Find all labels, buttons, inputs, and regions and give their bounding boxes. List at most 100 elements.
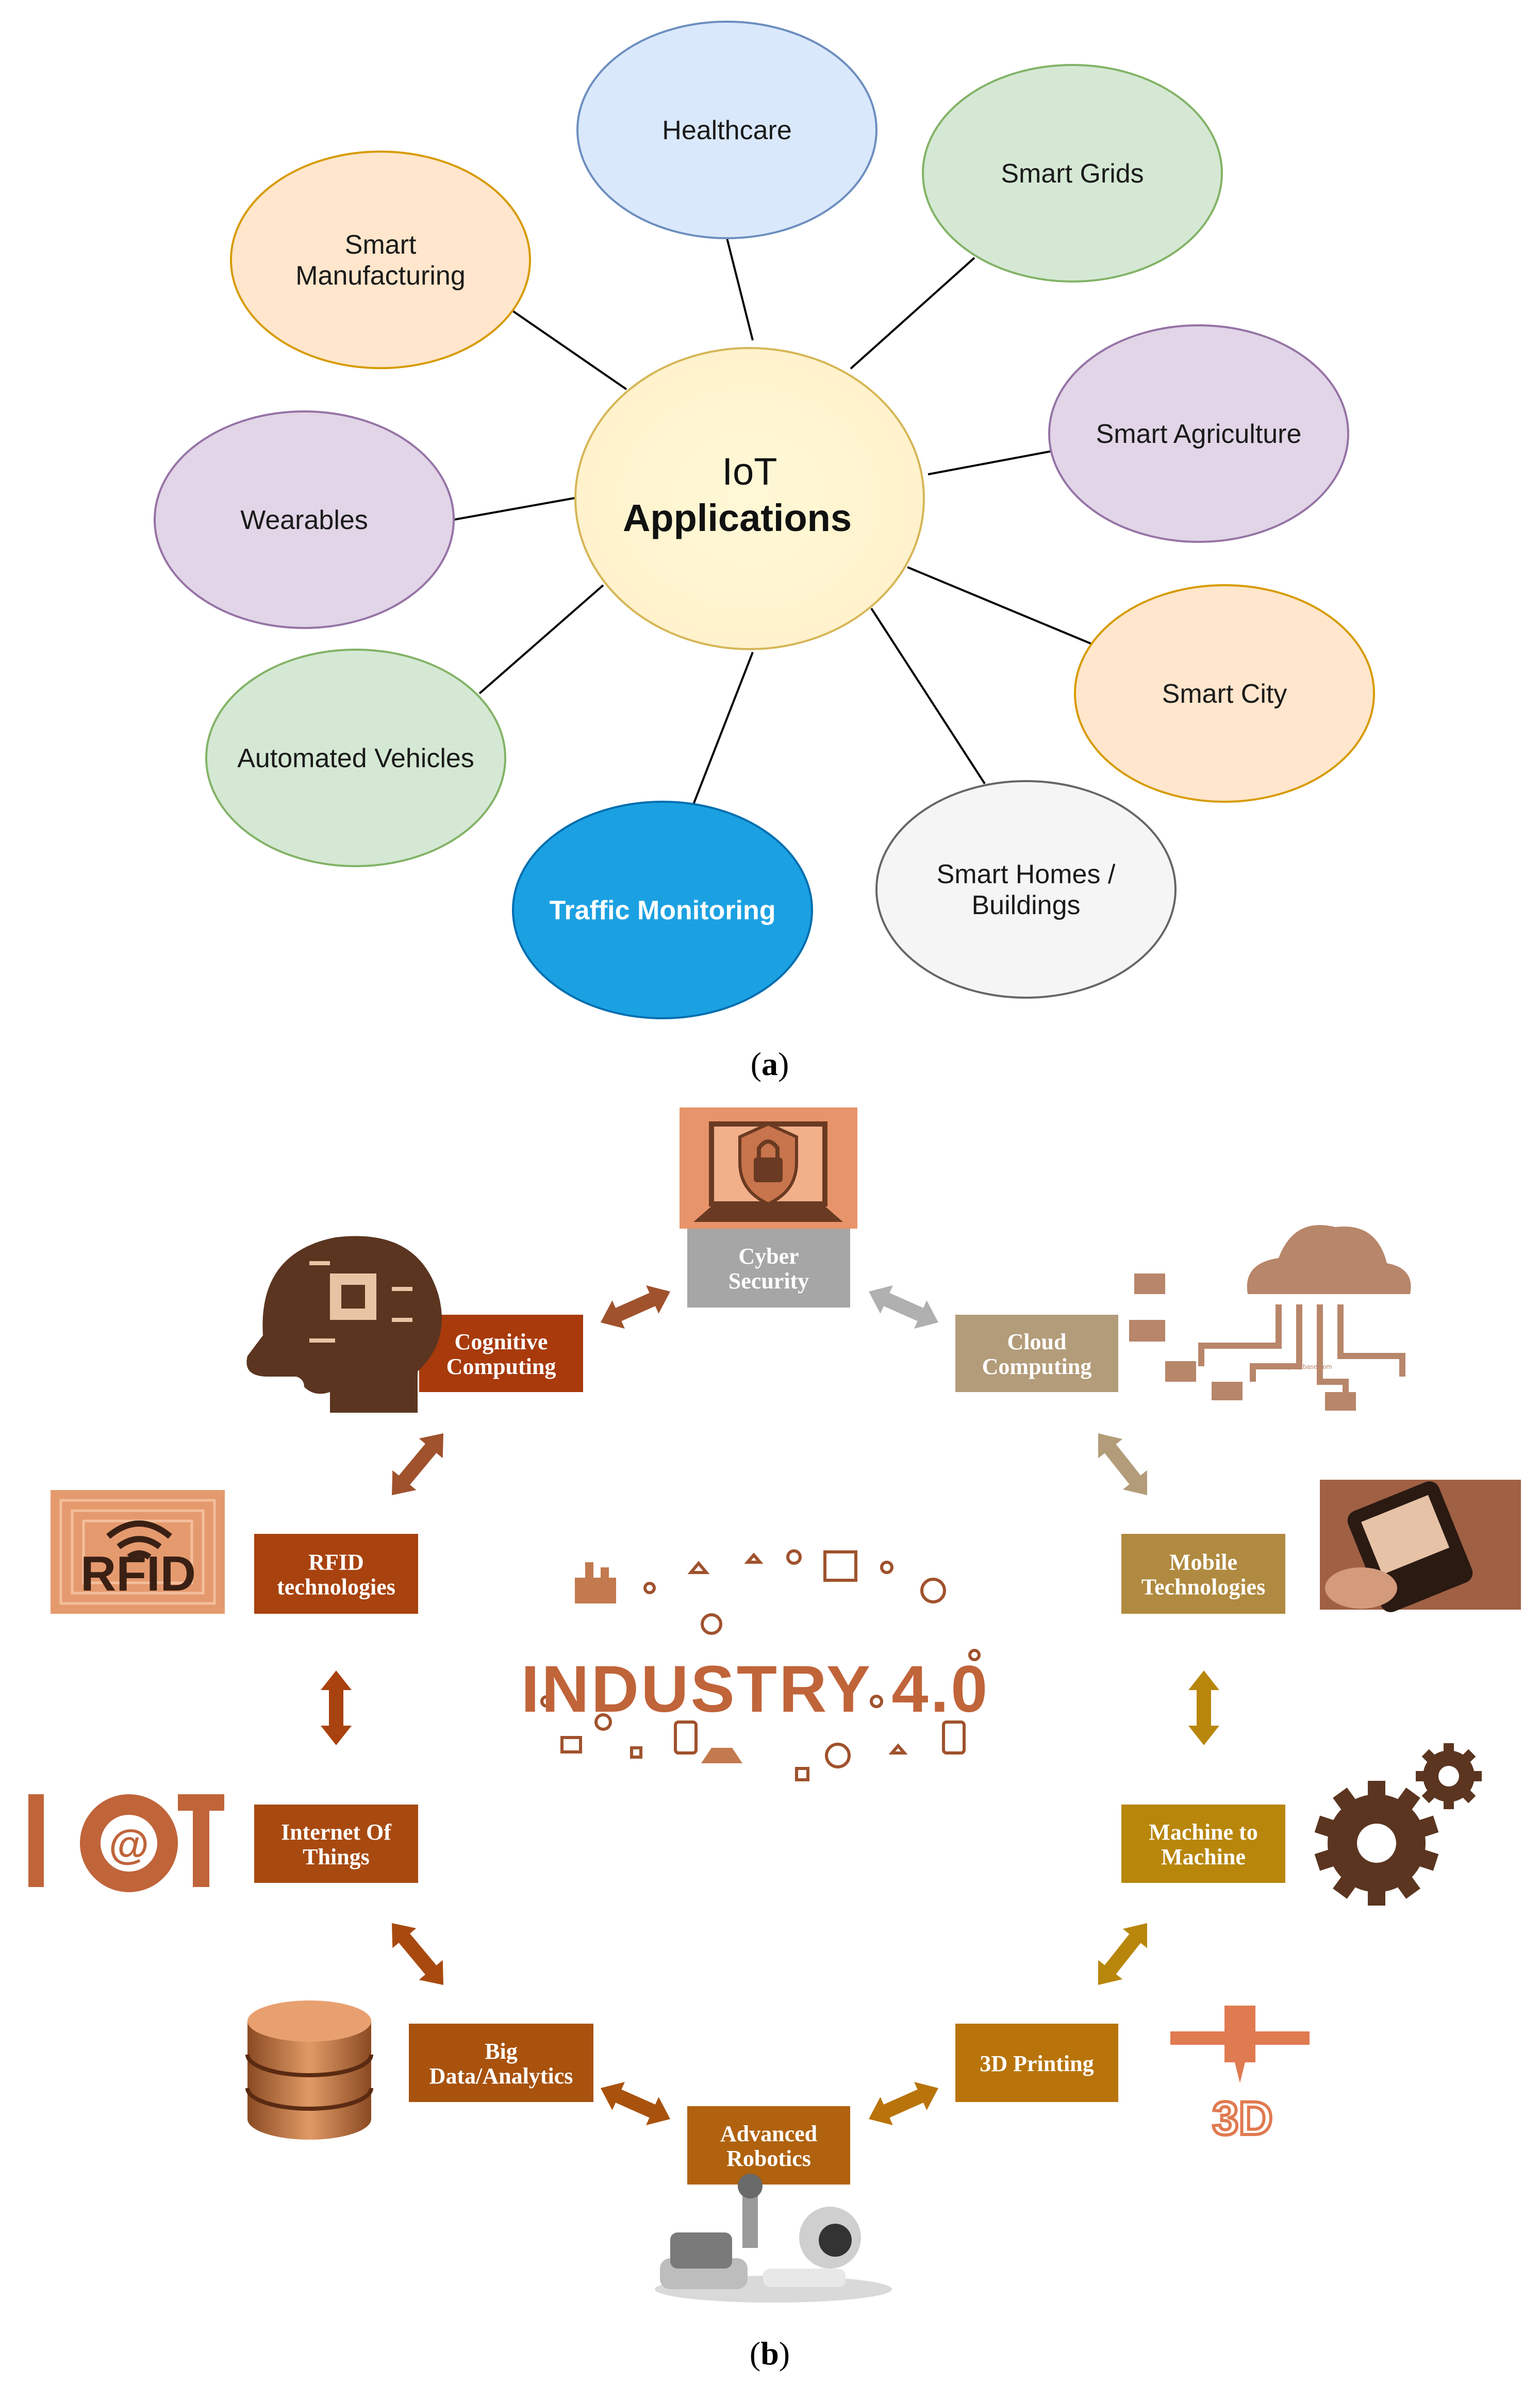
node-shape-smart-grids — [922, 64, 1223, 283]
box-label-cloud-computing: Cloud — [1007, 1329, 1067, 1354]
node-label-traffic-monitoring: Traffic Monitoring — [549, 896, 775, 925]
connector-smart-homes — [870, 607, 986, 785]
arrow-rfid-iot — [321, 1670, 352, 1745]
box-label-rfid-technologies: technologies — [277, 1575, 395, 1600]
node-shape-traffic-monitoring — [512, 801, 813, 1019]
gear-tooth — [1333, 1788, 1357, 1812]
node-shape-smart-homes — [875, 780, 1177, 999]
industry-decorative-icons — [540, 1549, 981, 1781]
box-label-cognitive-computing: Computing — [446, 1354, 556, 1379]
gear-tooth — [1416, 1771, 1427, 1781]
connector-smart-manufacturing — [509, 308, 627, 390]
box-shape-cognitive-computing — [419, 1315, 583, 1392]
node-label-smart-manufacturing: Manufacturing — [295, 261, 466, 291]
box-shape-cloud-computing — [955, 1315, 1118, 1392]
node-shape-automated-vehicles — [205, 649, 506, 867]
iot-logo-at-sign: @ — [109, 1822, 149, 1867]
rfid-icon: RFID — [51, 1490, 225, 1614]
panel-b-boxes: CyberSecurityCloudComputingMobileTechnol… — [254, 1228, 1285, 2185]
node-label-smart-homes: Buildings — [971, 890, 1080, 920]
3d-printer-icon: 3D — [1170, 2006, 1310, 2146]
box-label-advanced-robotics: Robotics — [726, 2146, 811, 2171]
gear-tooth — [1333, 1874, 1357, 1899]
box-shape-advanced-robotics — [687, 2106, 850, 2185]
gear-tooth — [1396, 1874, 1420, 1899]
box-label-internet-of-things: Things — [303, 1844, 370, 1869]
node-label-wearables: Wearables — [240, 505, 368, 535]
arrow-cognitive-cyber — [601, 1285, 671, 1329]
node-label-smart-agriculture: Smart Agriculture — [1096, 419, 1302, 449]
box-3d-printing: 3D Printing — [955, 2024, 1118, 2102]
cloud-icon-caption: Computerbase.com — [1273, 1363, 1332, 1370]
box-shape-mobile-technologies — [1121, 1534, 1285, 1614]
connector-wearables — [453, 497, 578, 521]
smartphone-hand-icon — [1320, 1480, 1521, 1612]
gear-tooth — [1421, 1749, 1437, 1765]
gear-tooth — [1460, 1788, 1476, 1804]
connector-automated-vehicles — [478, 584, 604, 694]
box-label-advanced-robotics: Advanced — [720, 2121, 817, 2146]
node-wearables: Wearables — [154, 410, 455, 629]
node-shape-smart-manufacturing — [230, 151, 531, 369]
connector-traffic-monitoring — [692, 652, 754, 805]
gear-tooth — [1416, 1848, 1439, 1871]
node-label-smart-grids: Smart Grids — [1001, 159, 1144, 189]
lock-laptop-icon — [680, 1107, 857, 1229]
gears-icon — [1314, 1743, 1482, 1906]
node-shape-wearables — [154, 410, 455, 629]
box-label-cyber-security: Security — [728, 1268, 809, 1294]
arrow-3dprinting-robotics — [868, 2082, 938, 2125]
3d-printer-text: 3D — [1212, 2092, 1273, 2145]
box-label-internet-of-things: Internet Of — [281, 1819, 392, 1845]
rfid-icon-text: RFID — [80, 1546, 196, 1601]
node-label-smart-homes: Smart Homes / — [937, 859, 1116, 889]
box-label-big-data: Data/Analytics — [429, 2063, 573, 2089]
panel-b-industry-4: INDUSTRY 4.0 CyberSecurityCloudComputing… — [28, 1107, 1521, 2372]
box-shape-3d-printing — [955, 2024, 1118, 2102]
node-shape-healthcare — [576, 21, 877, 239]
box-shape-internet-of-things — [254, 1805, 418, 1883]
node-shape-smart-agriculture — [1048, 324, 1349, 543]
node-shape-smart-city — [1074, 584, 1375, 803]
node-smart-agriculture: Smart Agriculture — [1048, 324, 1349, 543]
connector-smart-agriculture — [928, 450, 1052, 475]
arrow-cyber-cloud — [869, 1285, 939, 1329]
gear-tooth — [1416, 1815, 1439, 1838]
iot-logo-icon: @ — [28, 1794, 224, 1892]
gear-tooth — [1314, 1848, 1337, 1871]
center-title-line1: IoT — [722, 450, 777, 493]
center-title-line2: Applications — [623, 497, 852, 539]
box-label-rfid-technologies: RFID — [308, 1550, 364, 1575]
caption-b: (b) — [750, 2335, 790, 2372]
arrow-iot-bigdata — [392, 1923, 444, 1986]
gear-tooth — [1444, 1798, 1454, 1809]
box-label-big-data: Big — [485, 2039, 518, 2064]
node-healthcare: Healthcare — [576, 21, 877, 239]
node-smart-city: Smart City — [1074, 584, 1375, 803]
gear-tooth — [1396, 1788, 1420, 1812]
industry-4-center: INDUSTRY 4.0 — [521, 1549, 990, 1781]
box-shape-rfid-technologies — [254, 1534, 418, 1614]
cloud-network-icon: Computerbase.com — [1129, 1225, 1411, 1411]
arrow-rfid-cognitive — [391, 1433, 443, 1496]
box-label-cognitive-computing: Cognitive — [455, 1329, 548, 1354]
box-label-3d-printing: 3D Printing — [980, 2051, 1094, 2076]
connector-smart-grids — [850, 257, 975, 370]
node-label-healthcare: Healthcare — [662, 115, 791, 145]
industry-4-label: INDUSTRY 4.0 — [521, 1652, 990, 1726]
caption-a: (a) — [751, 1046, 789, 1082]
robot-icon — [655, 2174, 892, 2303]
box-label-machine-to-machine: Machine to — [1149, 1819, 1257, 1845]
arrow-mobile-m2m — [1188, 1670, 1219, 1745]
box-label-cloud-computing: Computing — [982, 1354, 1092, 1379]
arrow-robotics-bigdata — [600, 2082, 670, 2125]
